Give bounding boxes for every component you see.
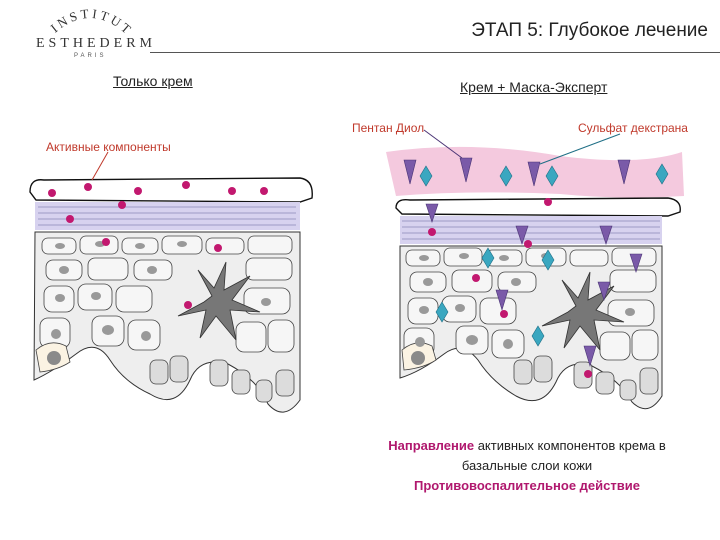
right-stratum-lines	[402, 220, 660, 240]
logo-arc-text: INSTITUT	[48, 6, 134, 38]
caption-line-1: Направление активных компонентов крема в	[352, 436, 702, 456]
caption-emphasis: Направление	[388, 438, 475, 453]
left-melanocyte	[177, 261, 261, 341]
dextran-sulfate-label: Сульфат декстрана	[578, 121, 688, 135]
pentan-diol-triangles	[403, 157, 643, 368]
right-active-dots	[428, 198, 592, 378]
left-stratum-lines	[38, 206, 296, 226]
right-basal-cells	[513, 355, 659, 401]
dextran-sulfate-diamonds	[419, 163, 669, 347]
left-stratum-corneum	[35, 202, 300, 230]
left-active-dots	[48, 181, 268, 309]
logo-main-text: ESTHEDERM	[36, 36, 156, 51]
page-title: ЭТАП 5: Глубокое лечение	[471, 20, 708, 41]
right-cells	[403, 247, 659, 361]
right-skin-section	[386, 129, 684, 410]
left-column-title: Только крем	[113, 73, 193, 89]
logo-sub-text: PARIS	[74, 53, 107, 59]
title-divider	[150, 52, 720, 53]
active-components-label: Активные компоненты	[46, 140, 171, 154]
caption: Направление активных компонентов крема в…	[352, 436, 702, 496]
right-column-title: Крем + Маска-Эксперт	[460, 79, 608, 95]
caption-line-2: базальные слои кожи	[461, 458, 593, 473]
active-components-pointer	[91, 151, 109, 181]
left-basal-cells	[149, 355, 295, 403]
caption-line-1-rest: активных компонентов крема в	[474, 438, 666, 453]
right-nuclei	[411, 253, 635, 365]
right-cream-layer	[395, 197, 681, 217]
right-melanocyte	[541, 271, 625, 351]
caption-line-3: Противовоспалительное действие	[414, 478, 640, 493]
sulfat-pointer	[539, 133, 621, 165]
left-nuclei	[47, 241, 271, 365]
right-stratum-corneum	[400, 216, 662, 244]
institut-esthederm-logo: INSTITUT ESTHEDERM PARIS	[30, 6, 152, 62]
left-cream-layer	[29, 177, 313, 203]
pentan-pointer	[423, 129, 463, 159]
left-skin-section	[29, 151, 313, 413]
pentan-diol-label: Пентан Диол	[352, 121, 425, 135]
